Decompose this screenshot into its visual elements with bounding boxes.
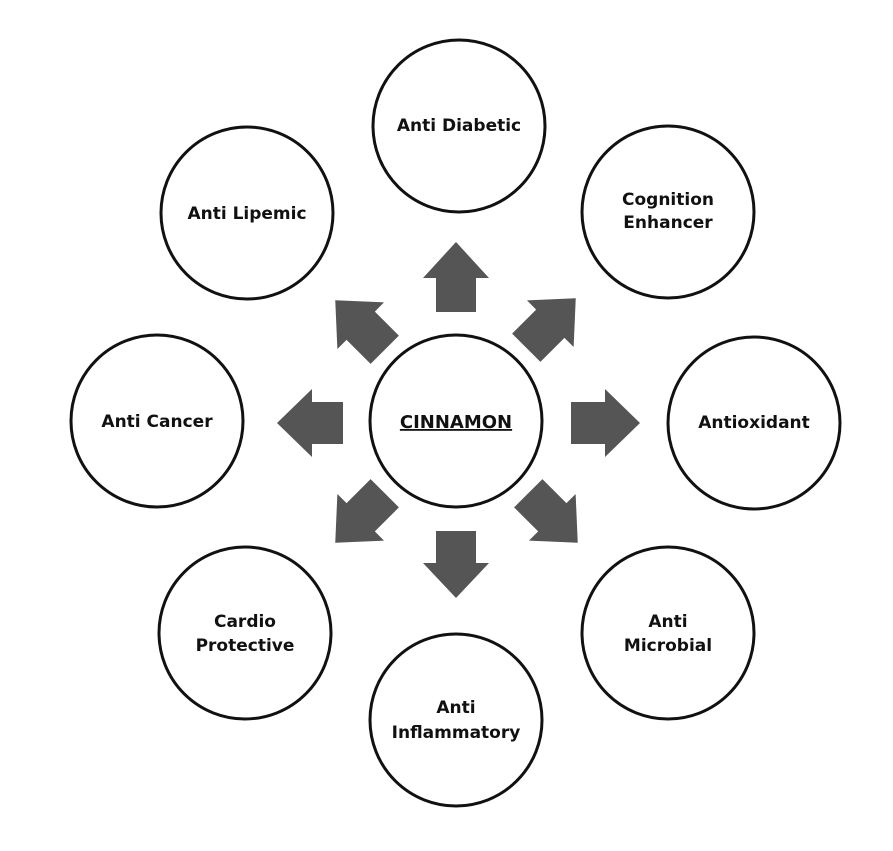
arrow-up — [423, 242, 489, 312]
arrow-left — [277, 389, 343, 457]
arrow-down-right — [514, 479, 578, 543]
center-label: CINNAMON — [400, 412, 512, 433]
arrows — [277, 242, 640, 598]
node-label-line-1: Anti — [436, 698, 475, 718]
node-anti-diabetic: Anti Diabetic — [371, 38, 547, 214]
arrow-right — [571, 389, 640, 457]
center-node: CINNAMON — [368, 333, 544, 509]
node-label-line-1: Anti — [648, 612, 687, 632]
node-label-line-2: Inflammatory — [392, 723, 521, 743]
node-anti-inflammatory: Anti Inflammatory — [368, 632, 544, 808]
node-label: Anti Lipemic — [187, 204, 306, 224]
node-cognition-enhancer: Cognition Enhancer — [580, 124, 756, 300]
arrow-down — [423, 531, 489, 598]
node-cardio-protective: Cardio Protective — [157, 545, 333, 721]
node-label-line-2: Microbial — [624, 636, 712, 656]
node-anti-lipemic: Anti Lipemic — [159, 125, 335, 301]
node-anti-microbial: Anti Microbial — [580, 545, 756, 721]
node-anti-cancer: Anti Cancer — [69, 333, 245, 509]
arrow-up-left — [335, 300, 399, 364]
node-label-line-2: Enhancer — [623, 213, 713, 233]
node-label-line-1: Cardio — [214, 612, 276, 632]
node-label: Anti Diabetic — [397, 116, 521, 136]
node-label: Antioxidant — [698, 413, 810, 433]
node-label: Anti Cancer — [101, 412, 213, 432]
node-antioxidant: Antioxidant — [666, 335, 842, 511]
arrow-up-right — [512, 298, 576, 362]
node-label-line-2: Protective — [196, 636, 295, 656]
arrow-down-left — [335, 479, 399, 543]
node-label-line-1: Cognition — [622, 190, 714, 210]
